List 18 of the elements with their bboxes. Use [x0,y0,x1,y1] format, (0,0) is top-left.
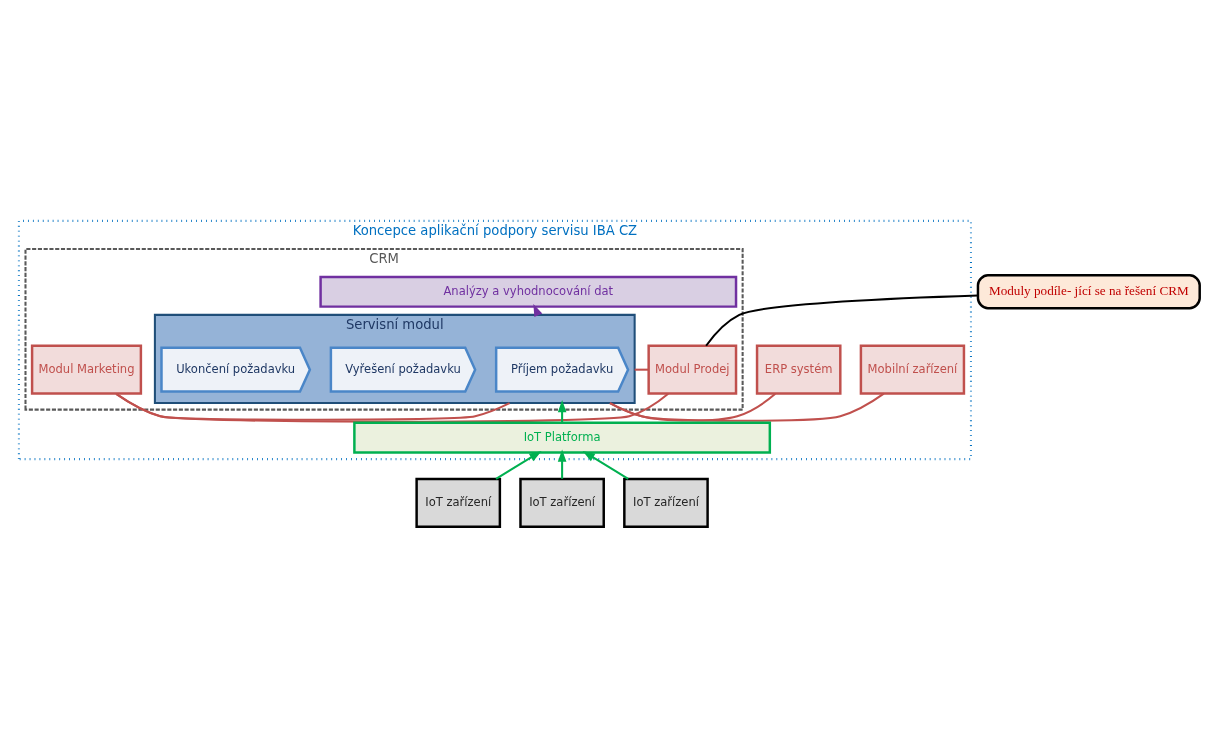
node-box: Mobilní zařízení [859,344,966,395]
arrow [582,450,629,480]
connector [705,293,978,346]
node-box: IoT Platforma [353,421,772,454]
node-box: ERP systém [755,344,842,395]
connector [609,392,776,422]
connector [115,392,510,421]
node-box: Modul Marketing [30,344,143,395]
node-box: Analýzy a vyhodnocování dat [319,275,738,308]
arrow [557,448,567,479]
node-box: IoT zařízení [415,477,502,528]
node-box: Moduly podíle- jící se na řešení CRM [976,273,1201,309]
connector [634,368,649,371]
node-box: IoT zařízení [519,477,605,528]
node-box: Modul Prodej [647,344,738,395]
node-box: IoT zařízení [623,477,709,528]
connector [609,392,885,422]
arrow [495,450,542,480]
